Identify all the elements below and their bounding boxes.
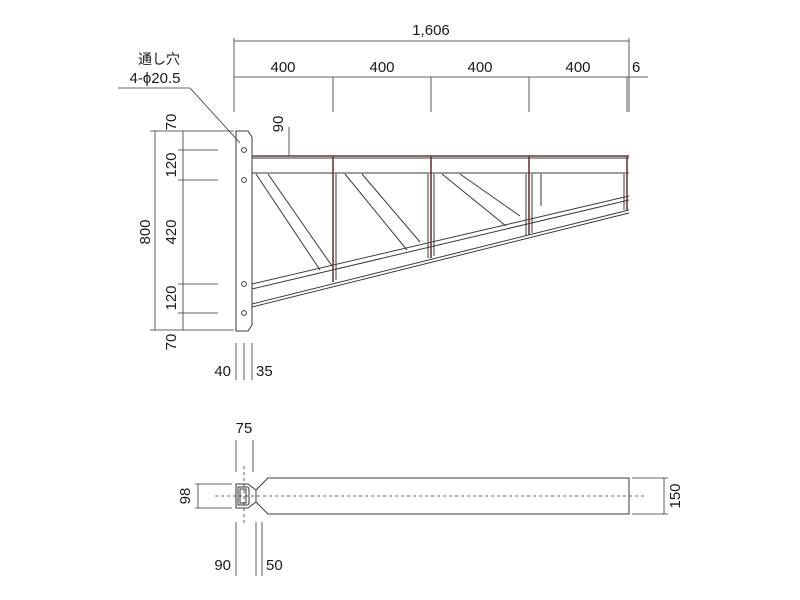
hole-note: 通し穴 4-ϕ20.5	[118, 52, 241, 144]
plan-plate-height-label: 98	[177, 488, 194, 505]
plan-top-label: 75	[236, 420, 253, 437]
span-label-2: 400	[369, 59, 394, 76]
hole-note-line2: 4-ϕ20.5	[130, 70, 181, 87]
truss-frame	[251, 155, 630, 308]
overall-length-label: 1,606	[412, 22, 450, 39]
top-offset-label: 90	[270, 116, 287, 133]
plan-top-dimension: 75	[235, 420, 254, 472]
vertical-label-4: 120	[163, 285, 180, 310]
plate-thickness-dimension: 40 35	[214, 343, 273, 380]
span-label-1: 400	[270, 59, 295, 76]
end-gap-label: 6	[632, 59, 640, 76]
vertical-label-1: 70	[163, 114, 180, 131]
mounting-plate	[235, 130, 253, 332]
through-hole-4	[241, 310, 247, 316]
front-elevation: 1,606 400 400 400 400 6 通し穴 4-ϕ20.5 90	[118, 22, 648, 380]
through-hole-3	[241, 281, 247, 287]
span-label-4: 400	[565, 59, 590, 76]
vertical-label-3: 420	[163, 219, 180, 244]
vertical-label-2: 120	[163, 152, 180, 177]
plan-bar-height-label: 150	[667, 483, 684, 508]
vertical-label-5: 70	[163, 334, 180, 351]
span-dimensions: 400 400 400 400 6	[234, 59, 648, 112]
through-hole-2	[241, 177, 247, 183]
total-height-label: 800	[137, 219, 154, 244]
plan-bar	[215, 466, 645, 525]
plate-right-label: 35	[256, 363, 273, 380]
overall-length-dimension: 1,606	[233, 22, 630, 112]
plan-bottom-left-label: 90	[214, 557, 231, 574]
hole-note-line1: 通し穴	[138, 52, 180, 68]
vertical-dimensions: 70 120 420 120 70 800	[137, 114, 234, 351]
plan-bar-height-dimension: 150	[632, 477, 684, 515]
plan-view: 75 98 150	[177, 420, 684, 576]
plate-left-label: 40	[214, 363, 231, 380]
span-label-3: 400	[467, 59, 492, 76]
plan-bottom-right-label: 50	[266, 557, 283, 574]
top-offset-dimension: 90	[252, 116, 290, 157]
through-hole-1	[241, 147, 247, 153]
plan-bottom-dimension: 90 50	[214, 522, 283, 576]
plan-plate-height-dimension: 98	[177, 483, 232, 509]
